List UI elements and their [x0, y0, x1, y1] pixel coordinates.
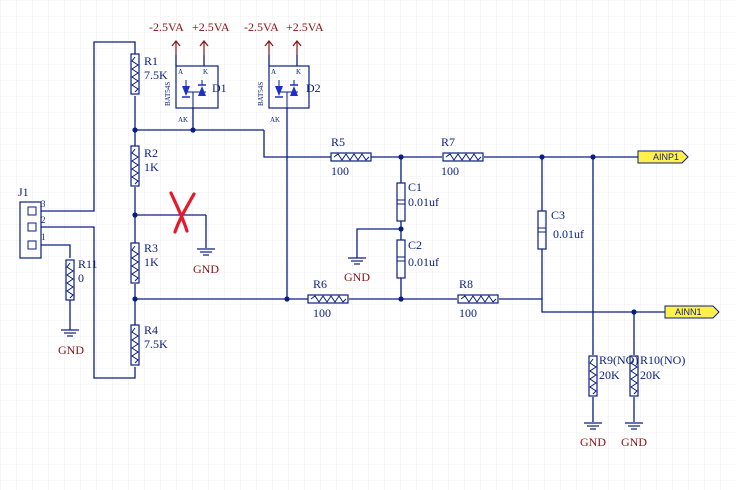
r11-value: 0: [78, 271, 84, 285]
r9-value: 20K: [599, 368, 620, 382]
c3-value: 0.01uf: [553, 227, 584, 241]
j1-pin-3: 3: [41, 199, 46, 209]
c2-ref: C2: [408, 238, 422, 252]
resistor-r5[interactable]: R5 100: [330, 135, 372, 178]
j1-pin-2: 2: [41, 215, 46, 225]
r4-ref: R4: [144, 323, 158, 337]
gnd-r10: GND: [621, 422, 647, 449]
r5-value: 100: [331, 164, 349, 178]
r10-value: 20K: [640, 368, 661, 382]
gnd-r9: GND: [580, 422, 606, 449]
port-ainp1[interactable]: AINP1: [637, 150, 689, 164]
red-x-mark-icon: [169, 191, 196, 234]
resistor-r2[interactable]: R2 1K: [130, 145, 159, 187]
r2-ref: R2: [144, 146, 158, 160]
port-ainn1-label: AINN1: [675, 307, 702, 317]
r2-value: 1K: [144, 160, 159, 174]
d2-pin-ak: AK: [270, 116, 280, 124]
resistor-r1[interactable]: R1 7.5K: [130, 53, 168, 95]
power-symbols-d1: -2.5VA +2.5VA: [149, 20, 230, 56]
d1-part: BAT54S: [164, 82, 172, 106]
d1-neg-supply: -2.5VA: [149, 20, 184, 34]
d1-ref: D1: [212, 81, 227, 95]
junction-dots: [132, 127, 637, 315]
d1-pin-ak: AK: [178, 116, 188, 124]
resistor-r8[interactable]: R8 100: [457, 277, 499, 320]
d1-pin-a: A: [178, 68, 183, 76]
diode-d1[interactable]: A K AK BAT54S D1: [164, 65, 227, 124]
gnd-caps: GND: [344, 257, 370, 284]
resistor-r11[interactable]: R11 0: [65, 257, 98, 301]
d2-pin-a: A: [271, 68, 276, 76]
j1-ref: J1: [18, 185, 29, 199]
r1-value: 7.5K: [144, 68, 168, 82]
r5-ref: R5: [331, 135, 345, 149]
r4-value: 7.5K: [144, 337, 168, 351]
gnd-x-label: GND: [193, 262, 219, 276]
d1-pos-supply: +2.5VA: [192, 20, 230, 34]
gnd-caps-label: GND: [344, 270, 370, 284]
r11-ref: R11: [78, 257, 98, 271]
gnd-r11-label: GND: [58, 343, 84, 357]
c1-ref: C1: [408, 180, 422, 194]
resistor-r6[interactable]: R6 100: [307, 277, 349, 320]
capacitor-c3[interactable]: C3 0.01uf: [537, 208, 584, 250]
d2-pos-supply: +2.5VA: [286, 20, 324, 34]
resistor-r7[interactable]: R7 100: [441, 135, 484, 178]
capacitor-c2[interactable]: C2 0.01uf: [396, 238, 439, 279]
r3-value: 1K: [144, 255, 159, 269]
r9-ref: R9(NO): [599, 353, 638, 367]
c3-ref: C3: [551, 208, 565, 222]
resistor-r4[interactable]: R4 7.5K: [130, 323, 168, 366]
d2-pin-k: K: [296, 68, 301, 76]
port-ainp1-label: AINP1: [653, 152, 679, 162]
r7-ref: R7: [441, 135, 455, 149]
resistor-r3[interactable]: R3 1K: [130, 241, 159, 284]
d2-part: BAT54S: [257, 82, 265, 106]
d1-pin-k: K: [203, 68, 208, 76]
port-ainn1[interactable]: AINN1: [664, 305, 720, 319]
gnd-x: GND: [193, 248, 219, 276]
r6-ref: R6: [313, 277, 327, 291]
resistor-r9[interactable]: R9(NO) 20K: [588, 353, 638, 397]
r8-value: 100: [459, 306, 477, 320]
gnd-r11: GND: [58, 323, 84, 357]
r8-ref: R8: [459, 277, 473, 291]
r10-ref: R10(NO): [640, 353, 685, 367]
connector-j1[interactable]: J1 3 2 1: [18, 185, 46, 259]
r6-value: 100: [313, 306, 331, 320]
r7-value: 100: [441, 164, 459, 178]
gnd-r10-label: GND: [621, 435, 647, 449]
d2-ref: D2: [306, 81, 321, 95]
j1-pin-1: 1: [41, 232, 46, 242]
capacitor-c1[interactable]: C1 0.01uf: [396, 180, 439, 222]
resistor-r10[interactable]: R10(NO) 20K: [629, 353, 685, 397]
r3-ref: R3: [144, 241, 158, 255]
gnd-r9-label: GND: [580, 435, 606, 449]
power-symbols-d2: -2.5VA +2.5VA: [244, 20, 324, 56]
r1-ref: R1: [144, 54, 158, 68]
c2-value: 0.01uf: [408, 255, 439, 269]
d2-neg-supply: -2.5VA: [244, 20, 279, 34]
diode-d2[interactable]: A K AK BAT54S D2: [257, 65, 321, 124]
c1-value: 0.01uf: [408, 195, 439, 209]
